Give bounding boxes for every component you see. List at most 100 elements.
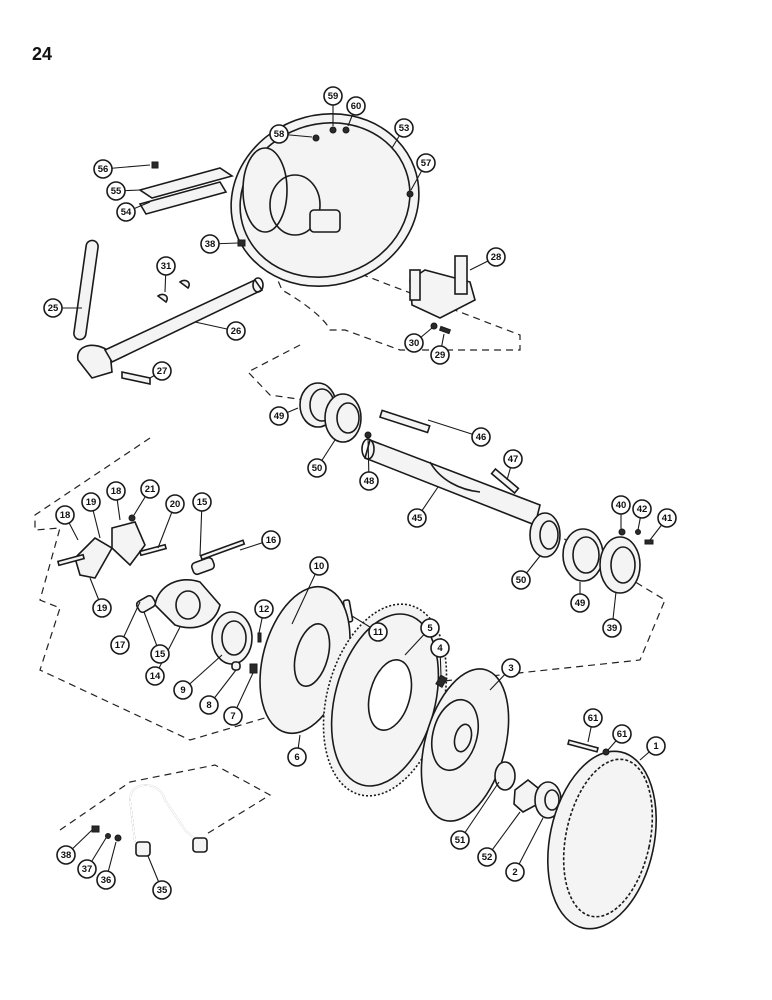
callout-37: 37 bbox=[77, 859, 97, 879]
callout-circle bbox=[503, 449, 523, 469]
callout-label: 57 bbox=[421, 158, 432, 169]
callout-7: 7 bbox=[223, 706, 243, 726]
callout-circle bbox=[501, 658, 521, 678]
shaft-part-26 bbox=[103, 277, 264, 364]
callout-circle bbox=[192, 492, 212, 512]
callout-label: 11 bbox=[373, 627, 384, 638]
callout-1: 1 bbox=[646, 736, 666, 756]
keys-part-31 bbox=[156, 279, 190, 304]
callout-17: 17 bbox=[110, 635, 130, 655]
callout-39: 39 bbox=[602, 618, 622, 638]
nut-part-38-top bbox=[237, 239, 246, 247]
leader-line-51 bbox=[459, 781, 500, 841]
callout-8: 8 bbox=[199, 695, 219, 715]
callout-label: 61 bbox=[617, 729, 628, 740]
callout-circle bbox=[646, 736, 666, 756]
callout-group: 1234567891011121415151617181819192021252… bbox=[43, 86, 677, 900]
callout-label: 35 bbox=[157, 885, 168, 896]
bearing-cone-part-50-bottom bbox=[529, 512, 561, 558]
callout-56: 56 bbox=[93, 159, 113, 179]
nut-part-21 bbox=[128, 514, 136, 522]
housing-part-53 bbox=[230, 112, 420, 288]
callout-19: 19 bbox=[81, 492, 101, 512]
group-outline-shift-fork bbox=[269, 254, 521, 351]
callout-label: 25 bbox=[48, 303, 59, 314]
callout-circle bbox=[200, 234, 220, 254]
callout-35: 35 bbox=[152, 880, 172, 900]
callout-circle bbox=[152, 880, 172, 900]
callout-circle bbox=[96, 870, 116, 890]
callout-circle bbox=[223, 706, 243, 726]
callout-53: 53 bbox=[394, 118, 414, 138]
callout-label: 14 bbox=[150, 671, 161, 682]
callout-circle bbox=[346, 96, 366, 116]
callout-38: 38 bbox=[56, 845, 76, 865]
callout-label: 49 bbox=[575, 598, 586, 609]
callout-label: 48 bbox=[364, 476, 375, 487]
callout-circle bbox=[145, 666, 165, 686]
page-number: 24 bbox=[32, 44, 53, 64]
callout-12: 12 bbox=[254, 599, 274, 619]
bolt-part-41 bbox=[644, 539, 654, 545]
callout-circle bbox=[106, 181, 126, 201]
callout-36: 36 bbox=[96, 870, 116, 890]
callout-51: 51 bbox=[450, 830, 470, 850]
callout-14: 14 bbox=[145, 666, 165, 686]
spring-part-4 bbox=[435, 674, 448, 689]
callout-16: 16 bbox=[261, 530, 281, 550]
callout-label: 55 bbox=[111, 186, 122, 197]
callout-circle bbox=[116, 202, 136, 222]
callout-label: 60 bbox=[351, 101, 362, 112]
callout-label: 17 bbox=[115, 640, 126, 651]
callout-label: 8 bbox=[206, 700, 211, 711]
callout-61: 61 bbox=[583, 708, 603, 728]
bolt-part-18-left bbox=[56, 553, 86, 567]
callout-label: 42 bbox=[637, 504, 648, 515]
callout-circle bbox=[394, 118, 414, 138]
callout-50: 50 bbox=[307, 458, 327, 478]
shift-fork-part-28 bbox=[409, 255, 476, 319]
callout-9: 9 bbox=[173, 680, 193, 700]
callout-47: 47 bbox=[503, 449, 523, 469]
callout-label: 54 bbox=[121, 207, 132, 218]
callout-circle bbox=[199, 695, 219, 715]
clamp-part-19 bbox=[74, 521, 146, 579]
callout-circle bbox=[106, 481, 126, 501]
callout-label: 58 bbox=[274, 129, 285, 140]
callout-27: 27 bbox=[152, 361, 172, 381]
callout-circle bbox=[226, 321, 246, 341]
callout-label: 4 bbox=[437, 643, 443, 654]
pressure-plate-part-3 bbox=[420, 668, 510, 822]
plate-part-15-lower bbox=[135, 594, 157, 614]
callout-circle bbox=[486, 247, 506, 267]
callout-label: 29 bbox=[435, 350, 446, 361]
callout-circle bbox=[430, 638, 450, 658]
callout-label: 5 bbox=[427, 623, 433, 634]
callout-19: 19 bbox=[92, 598, 112, 618]
callout-5: 5 bbox=[420, 618, 440, 638]
callout-label: 28 bbox=[491, 252, 502, 263]
callout-label: 2 bbox=[512, 867, 517, 878]
callout-circle bbox=[407, 508, 427, 528]
callout-circle bbox=[307, 458, 327, 478]
callout-57: 57 bbox=[416, 153, 436, 173]
callout-label: 12 bbox=[259, 604, 270, 615]
group-outline-shaft bbox=[247, 344, 306, 401]
callout-circle bbox=[632, 499, 652, 519]
lever-part-25 bbox=[73, 239, 113, 379]
callout-circle bbox=[430, 345, 450, 365]
group-outline-clutch bbox=[34, 437, 666, 741]
callout-label: 56 bbox=[98, 164, 109, 175]
ring-gear-part-1 bbox=[547, 750, 657, 930]
callout-label: 15 bbox=[155, 649, 166, 660]
bolt-part-29 bbox=[438, 325, 452, 335]
screw-part-57 bbox=[406, 190, 414, 198]
key-part-46 bbox=[378, 409, 431, 434]
washer-part-51 bbox=[494, 761, 516, 791]
pins-part-16 bbox=[199, 539, 246, 561]
callout-label: 36 bbox=[101, 875, 112, 886]
callout-10: 10 bbox=[309, 556, 329, 576]
callout-58: 58 bbox=[269, 124, 289, 144]
bolt-part-20 bbox=[138, 543, 168, 557]
